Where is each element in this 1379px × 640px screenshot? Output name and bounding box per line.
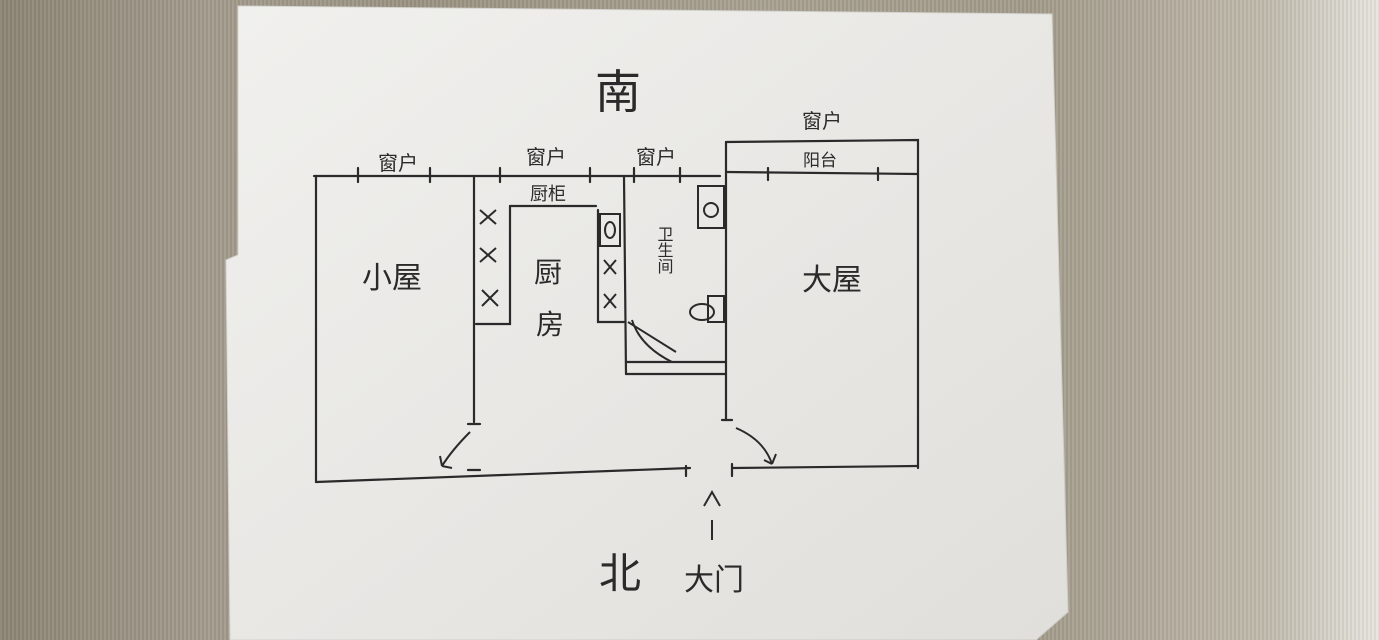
cabinet-x-marks	[479, 209, 617, 309]
x-mark	[481, 289, 499, 307]
toilet-bowl-icon	[689, 303, 715, 321]
x-mark	[479, 247, 497, 263]
cabinet-left	[474, 204, 512, 326]
kitchen-label-line2: 房	[536, 308, 564, 341]
labels: 南 北 窗户 窗户 窗户 窗户 阳台 厨柜 小屋 厨 房 卫生间 大屋 大门	[362, 65, 862, 598]
north-wall-right	[730, 464, 920, 470]
x-mark	[479, 209, 497, 225]
smallroom-door-marks	[466, 422, 482, 472]
cabinet-label: 厨柜	[530, 184, 566, 205]
main-door-label: 大门	[684, 563, 744, 598]
washing-machine-icon	[697, 185, 725, 229]
smallroom-door-arrow-icon	[439, 431, 471, 469]
direction-south: 南	[595, 65, 641, 119]
bathroom-label: 卫生间	[655, 226, 674, 275]
window-ticks	[356, 166, 880, 184]
window-label-balcony: 窗户	[802, 109, 842, 133]
window-label-kitchen: 窗户	[526, 145, 566, 169]
cabinet-right	[596, 208, 626, 324]
window-label-small-room: 窗户	[378, 151, 418, 175]
entrance-arrow-icon	[703, 489, 721, 540]
washing-machine-drum	[703, 202, 719, 218]
x-mark	[603, 259, 617, 275]
door-swings	[439, 319, 777, 540]
big-room-label: 大屋	[802, 263, 862, 298]
paper-shading	[226, 6, 1068, 640]
sink-basin	[604, 221, 616, 239]
main-door-marks	[684, 418, 734, 478]
walls	[312, 138, 920, 484]
sink-icon	[599, 213, 621, 247]
bathroom-door-swing-icon	[627, 319, 677, 363]
kitchen-bathroom-wall	[622, 174, 628, 376]
north-wall-left	[314, 466, 692, 484]
small-room-label: 小屋	[362, 261, 422, 296]
kitchen-label-line1: 厨	[534, 256, 562, 289]
toilet-tank-icon	[707, 295, 725, 323]
window-label-bathroom: 窗户	[636, 145, 676, 169]
fixtures	[599, 185, 725, 323]
x-mark	[603, 293, 617, 309]
balcony-front-wall	[724, 170, 920, 176]
direction-north: 北	[599, 549, 641, 598]
bigroom-door-arrow-icon	[735, 427, 777, 465]
balcony-label: 阳台	[803, 151, 837, 171]
balcony-outline	[724, 138, 920, 184]
